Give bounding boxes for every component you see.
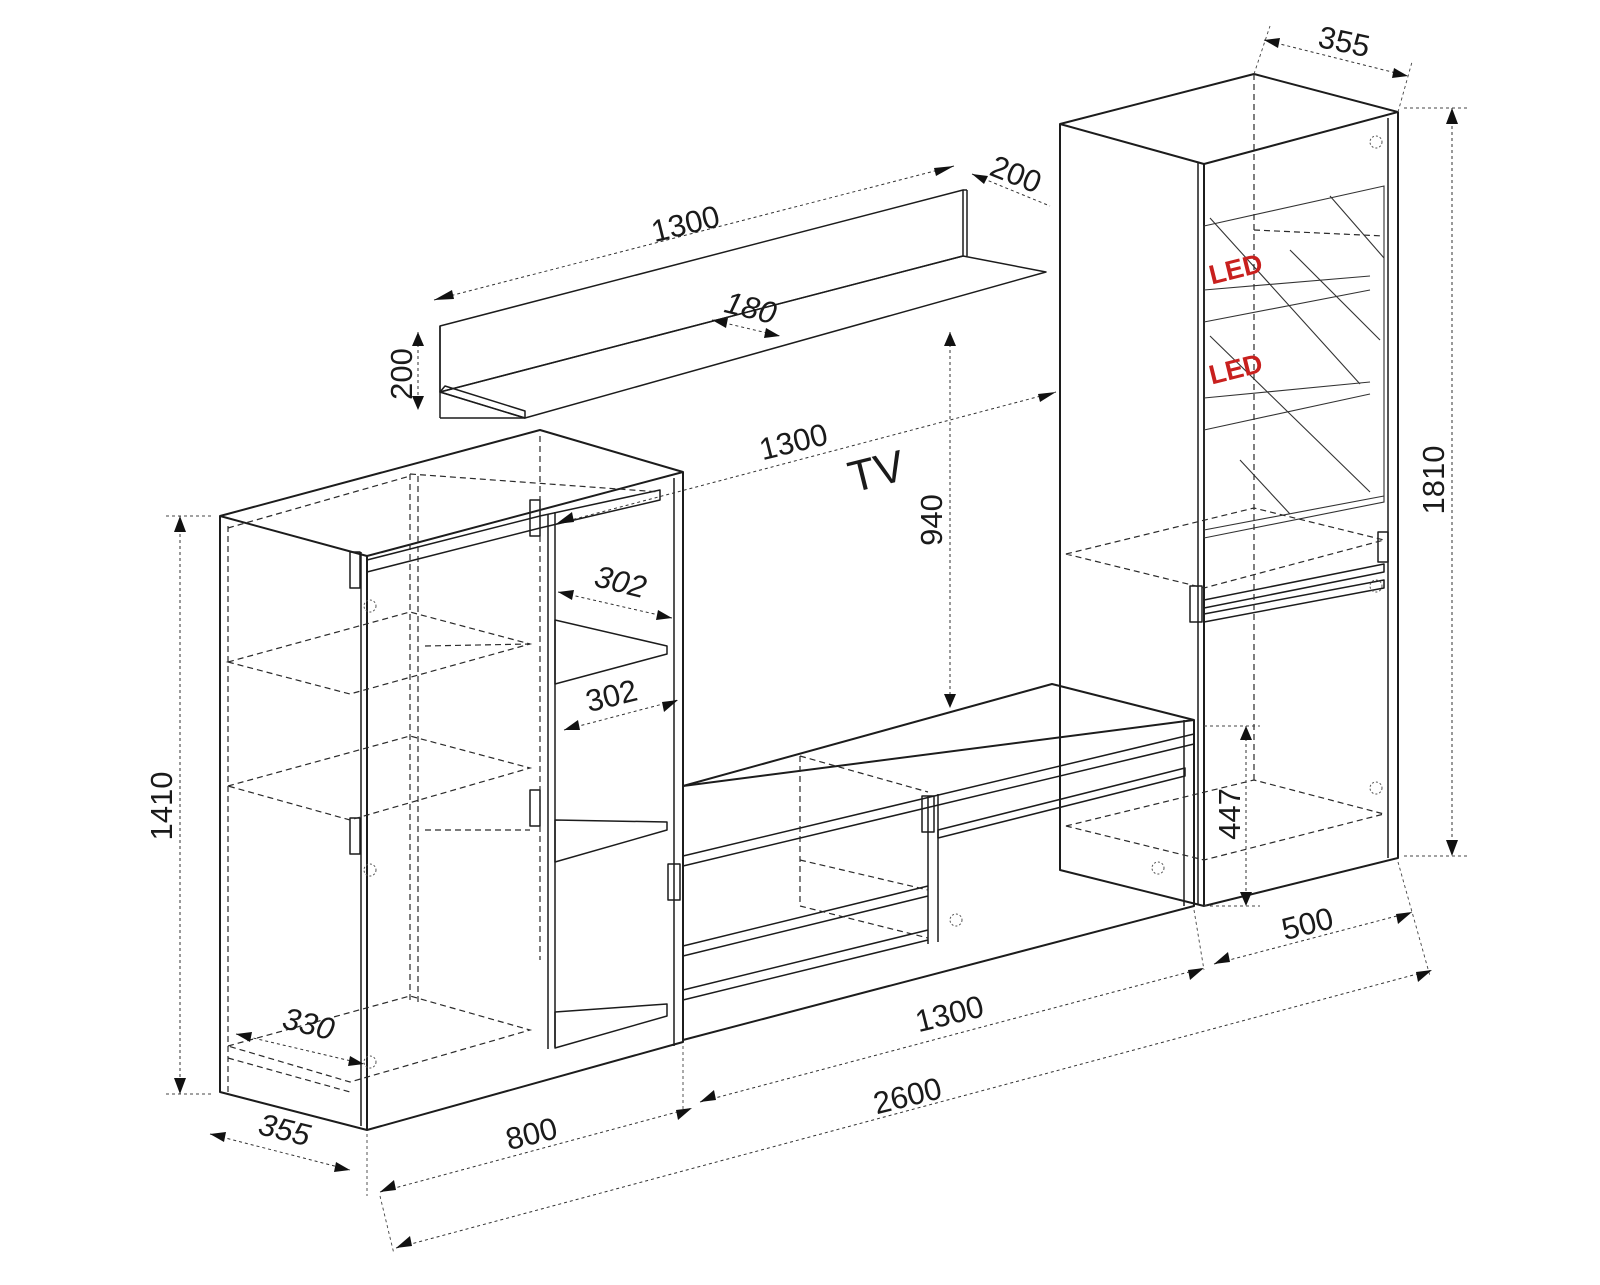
led-label-lower: LED xyxy=(1206,348,1266,390)
dim-tv-opening-width: 1300 xyxy=(756,416,831,467)
dim-left-shelf-depth-lower: 302 xyxy=(582,673,641,719)
dim-total-width: 2600 xyxy=(870,1070,945,1121)
dim-left-width: 800 xyxy=(502,1111,561,1157)
dim-left-inner-depth: 330 xyxy=(279,1001,338,1047)
dim-right-depth: 355 xyxy=(1315,19,1373,64)
led-label-upper: LED xyxy=(1206,248,1266,290)
dim-tv-stand-width: 1300 xyxy=(912,988,987,1039)
dim-wall-shelf-height: 200 xyxy=(384,348,419,400)
tv-stand xyxy=(667,683,1195,1041)
dim-left-shelf-depth-upper: 302 xyxy=(591,559,650,605)
dim-left-height: 1410 xyxy=(144,772,179,841)
wall-shelf xyxy=(439,189,1047,419)
dim-right-width: 500 xyxy=(1278,901,1337,947)
dimension-lines xyxy=(166,25,1470,1255)
dimension-labels: 1300 200 200 180 1300 TV 940 302 302 330… xyxy=(144,19,1451,1157)
dim-wall-shelf-depth: 200 xyxy=(985,148,1046,200)
tv-label: TV xyxy=(843,441,910,502)
right-cabinet xyxy=(1059,73,1399,907)
dim-wall-shelf-length: 1300 xyxy=(648,198,723,249)
dim-right-height: 1810 xyxy=(1416,446,1451,515)
dim-tv-opening-height: 940 xyxy=(914,494,949,546)
dim-right-lower-height: 447 xyxy=(1212,788,1247,840)
